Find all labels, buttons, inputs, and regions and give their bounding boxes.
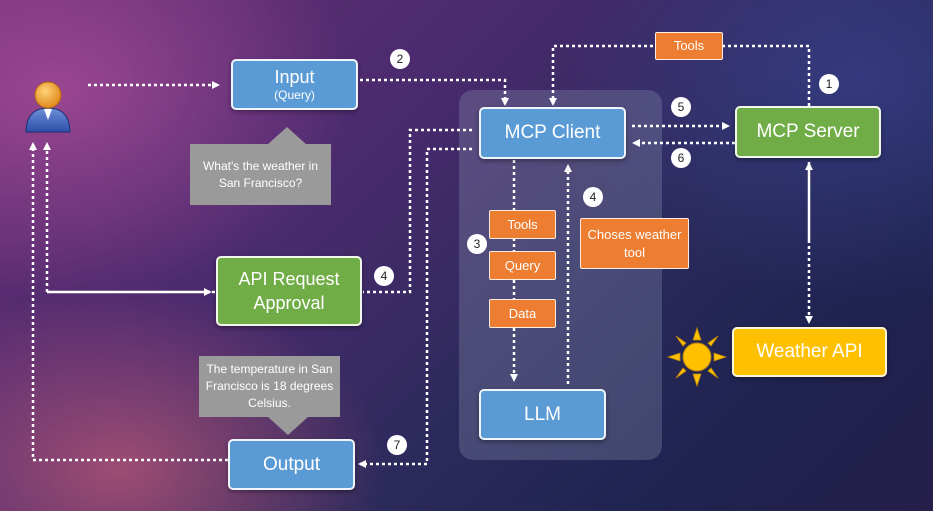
choses-weather-tool-tag: Choses weather tool — [580, 218, 689, 269]
answer-callout-pointer — [268, 417, 308, 435]
step-badge-3: 3 — [467, 234, 487, 254]
mcp-server-label: MCP Server — [756, 121, 860, 142]
mcp-server-node: MCP Server — [735, 106, 881, 158]
arrow-client-to-approval — [363, 128, 472, 294]
api-request-approval-label: API Request Approval — [238, 269, 340, 313]
arrow-client-to-output — [358, 147, 472, 468]
query-tag-label: Query — [504, 257, 541, 273]
output-label: Output — [262, 453, 321, 475]
llm-label: LLM — [524, 403, 561, 425]
output-node: Output — [228, 439, 355, 490]
user-icon — [25, 81, 71, 133]
arrow-input-to-client — [360, 78, 509, 106]
step-badge-2: 2 — [390, 49, 410, 69]
tools-tag: Tools — [489, 210, 556, 239]
step-badge-5: 5 — [671, 97, 691, 117]
input-title: Input — [274, 67, 315, 87]
input-subtitle: (Query) — [274, 88, 315, 102]
step-badge-4-approval: 4 — [374, 266, 394, 286]
question-text: What's the weather in San Francisco? — [202, 158, 318, 190]
api-request-approval-node: API Request Approval — [216, 256, 362, 326]
question-callout-pointer — [267, 127, 307, 145]
step-badge-1: 1 — [819, 74, 839, 94]
mcp-client-node: MCP Client — [479, 107, 626, 159]
input-node: Input (Query) — [231, 59, 358, 110]
llm-node: LLM — [479, 389, 606, 440]
weather-api-node: Weather API — [732, 327, 887, 377]
step-badge-4-llm: 4 — [583, 187, 603, 207]
mcp-client-label: MCP Client — [504, 122, 601, 143]
tools-tag-top: Tools — [655, 32, 723, 60]
answer-callout: The temperature in San Francisco is 18 d… — [199, 356, 340, 417]
sun-icon — [666, 326, 728, 388]
question-callout: What's the weather in San Francisco? — [190, 144, 331, 205]
arrow-output-to-user — [29, 142, 228, 462]
data-tag: Data — [489, 299, 556, 328]
tools-tag-top-label: Tools — [673, 38, 705, 53]
query-tag: Query — [489, 251, 556, 280]
data-tag-label: Data — [508, 305, 537, 321]
weather-api-label: Weather API — [756, 341, 863, 362]
tools-tag-label: Tools — [507, 216, 538, 232]
answer-text: The temperature in San Francisco is 18 d… — [205, 362, 334, 410]
step-badge-6: 6 — [671, 148, 691, 168]
choses-weather-tool-label: Choses weather tool — [587, 226, 682, 260]
step-badge-7: 7 — [387, 435, 407, 455]
